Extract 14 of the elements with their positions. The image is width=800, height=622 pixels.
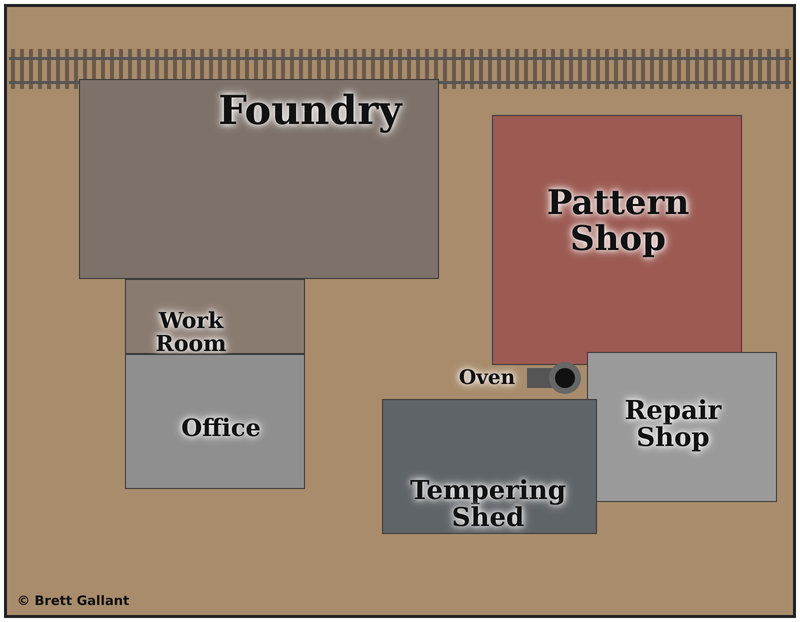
building-label: Foundry (217, 90, 404, 132)
building-label: Oven (458, 367, 516, 388)
building-roof (125, 354, 305, 489)
building-roof (587, 352, 777, 502)
photo-credit: © Brett Gallant (17, 594, 130, 609)
building-roof (125, 279, 305, 354)
building-roof (79, 79, 439, 279)
building-roof (492, 115, 742, 365)
building-label: Office (180, 415, 262, 440)
building-label: Work Room (154, 310, 228, 356)
building-label: Repair Shop (624, 398, 723, 453)
building-roof (382, 399, 597, 534)
building-label: Tempering Shed (409, 478, 567, 533)
building-label: Pattern Shop (546, 186, 690, 258)
